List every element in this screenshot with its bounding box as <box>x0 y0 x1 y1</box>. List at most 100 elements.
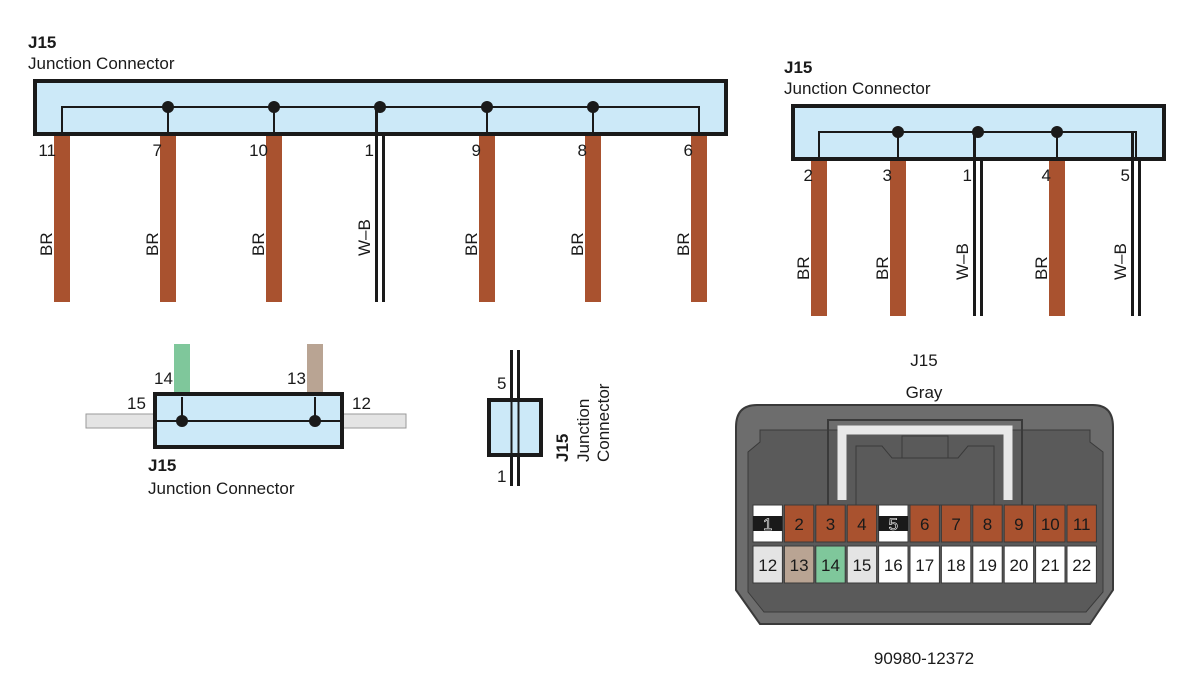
d1-wire-color-label: BR <box>568 232 587 256</box>
terminal-cell <box>1003 504 1035 543</box>
d1-pin-number: 7 <box>153 141 162 160</box>
terminal-cell <box>815 504 846 543</box>
d1-pin-number: 11 <box>38 141 56 160</box>
d4-pin-label: 5 <box>497 374 506 393</box>
d1-name: Junction Connector <box>28 54 175 73</box>
d1-wire-color-label: BR <box>249 232 268 256</box>
terminal-17: 17 <box>909 545 940 584</box>
terminal-number: 12 <box>758 556 777 575</box>
terminal-cell <box>972 504 1003 543</box>
terminal-cell <box>972 545 1003 584</box>
d3-pin-label: 13 <box>287 369 306 388</box>
d1-wire-color-label: BR <box>674 232 693 256</box>
terminal-number: 18 <box>947 556 966 575</box>
terminal-2: 2 <box>783 504 815 543</box>
d2-splice-dot <box>1051 126 1063 138</box>
d2-wire-br <box>811 161 827 316</box>
terminal-number: 8 <box>983 515 992 534</box>
terminal-4: 4 <box>846 504 878 543</box>
terminal-cell <box>783 504 815 543</box>
d3-wire-15 <box>85 413 157 429</box>
d1-wire-br <box>691 136 707 302</box>
latch-outline <box>827 419 1023 505</box>
terminal-3: 3 <box>815 504 846 543</box>
d1-pin-number: 8 <box>578 141 587 160</box>
d2-pin-number: 2 <box>804 166 813 185</box>
terminal-number: 16 <box>884 556 903 575</box>
d2-wire-br <box>1049 161 1065 316</box>
terminal-number: 11 <box>1073 515 1091 534</box>
terminal-number: 4 <box>857 515 866 534</box>
terminal-number: 21 <box>1041 556 1060 575</box>
d1-splice-dot <box>481 101 493 113</box>
terminal-cell <box>1066 504 1097 543</box>
d1-code: J15 <box>28 33 56 52</box>
d2-wire-color-label: BR <box>873 256 892 280</box>
d1-pin-number: 6 <box>684 141 693 160</box>
terminal-number: 9 <box>1014 515 1023 534</box>
terminal-6: 6 <box>909 504 940 543</box>
d2-wire-br <box>890 161 906 316</box>
terminal-18: 18 <box>940 545 972 584</box>
junction-connector-diagram-4: 5 1 J15 Junction Connector <box>487 350 613 486</box>
terminal-cell <box>909 504 940 543</box>
d1-pin-number: 1 <box>365 141 374 160</box>
terminal-cell <box>783 545 815 584</box>
d2-splice-dot <box>972 126 984 138</box>
terminal-9: 9 <box>1003 504 1035 543</box>
terminal-cell <box>878 545 909 584</box>
d3-wire-13 <box>307 344 323 395</box>
d2-wire-color-label: W–B <box>953 243 972 280</box>
d2-pin-number: 1 <box>963 166 972 185</box>
terminal-1: 1 <box>752 504 783 543</box>
terminal-number: 1 <box>763 515 772 534</box>
part-number: 90980-12372 <box>874 649 974 668</box>
terminal-cell <box>1003 545 1035 584</box>
d3-wire-12 <box>341 413 407 429</box>
d2-pin-number: 5 <box>1121 166 1130 185</box>
d4-connector-body <box>487 398 543 457</box>
junction-connector-diagram-3: 14 13 15 12 J15 Junction Connector <box>85 344 407 498</box>
d2-pin-number: 4 <box>1042 166 1051 185</box>
latch-tab <box>855 445 995 506</box>
terminal-number: 6 <box>920 515 929 534</box>
d2-splice-dot <box>892 126 904 138</box>
d1-splice-dot <box>162 101 174 113</box>
terminal-cell <box>1035 545 1066 584</box>
terminal-cell <box>940 504 972 543</box>
d3-pin-label: 14 <box>154 369 173 388</box>
d1-pin-number: 9 <box>472 141 481 160</box>
terminal-cell <box>1066 545 1097 584</box>
d1-wire-color-label: W–B <box>355 219 374 256</box>
d3-pin-label: 12 <box>352 394 371 413</box>
terminal-15: 15 <box>846 545 878 584</box>
d3-name: Junction Connector <box>148 479 295 498</box>
terminal-number: 20 <box>1009 556 1028 575</box>
terminal-number: 7 <box>951 515 960 534</box>
terminal-cell <box>752 545 783 584</box>
d3-wire-14 <box>174 344 190 395</box>
terminal-13: 13 <box>783 545 815 584</box>
terminal-cell <box>846 545 878 584</box>
d4-pin-label: 1 <box>497 467 506 486</box>
d4-name: Connector <box>594 383 613 462</box>
d1-wire-br <box>54 136 70 302</box>
d1-wire-br <box>479 136 495 302</box>
d2-code: J15 <box>784 58 812 77</box>
d4-name: Junction <box>574 399 593 462</box>
terminal-cell <box>909 545 940 584</box>
d1-wire-br <box>266 136 282 302</box>
d4-code: J15 <box>553 434 572 462</box>
d3-splice-dot <box>176 415 188 427</box>
terminal-16: 16 <box>878 545 909 584</box>
terminal-number: 15 <box>852 556 871 575</box>
d1-wire-br <box>585 136 601 302</box>
face-code: J15 <box>910 351 937 370</box>
terminal-cell <box>815 545 846 584</box>
latch-slot <box>837 425 1013 500</box>
